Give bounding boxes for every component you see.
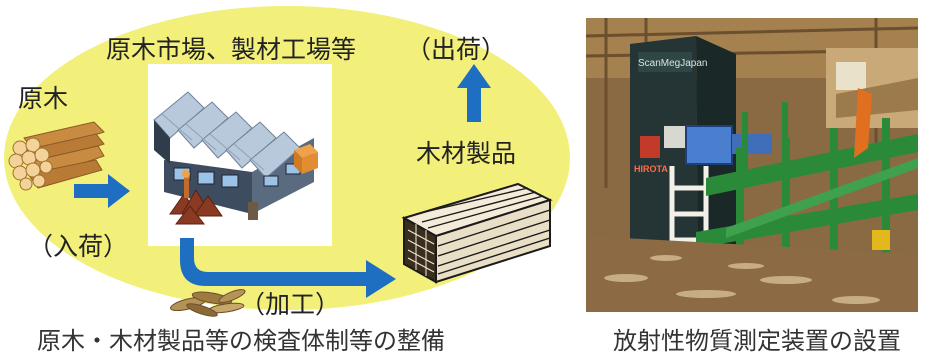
facility-label: 原木市場、製材工場等 [106, 35, 357, 64]
incoming-arrow-icon [74, 174, 130, 208]
flow-diagram: 原木市場、製材工場等 （出荷） 原木 木材製品 （入荷） （加工） 原木・木材製… [4, 6, 570, 355]
shipping-arrow-icon [457, 64, 491, 122]
lumber-stack-icon [401, 182, 553, 284]
scanner-sign-text: ScanMegJapan [638, 58, 708, 69]
processing-arrow-icon [180, 238, 396, 298]
photo-caption: 放射性物質測定装置の設置 [613, 327, 901, 355]
logs-label: 原木 [18, 84, 69, 113]
wood-chips-icon [169, 289, 246, 317]
log-bundle-icon [8, 121, 105, 191]
incoming-label: （入荷） [28, 232, 129, 261]
diagram-caption: 原木・木材製品等の検査体制等の整備 [37, 327, 445, 355]
scanner-brand-text: HIROTA [634, 164, 668, 174]
measurement-device-photo: ScanMegJapan HIROTA [586, 18, 918, 312]
sawmill-factory-image [148, 64, 332, 246]
products-label: 木材製品 [416, 139, 517, 168]
shipping-label: （出荷） [406, 35, 507, 64]
processing-label: （加工） [240, 290, 341, 319]
